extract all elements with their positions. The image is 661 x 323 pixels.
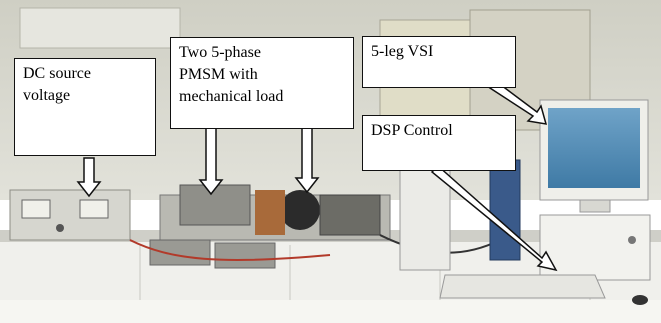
pmsm-arrow-left	[198, 127, 224, 196]
dsp-label: DSP Control	[362, 115, 516, 171]
dsp-arrow	[430, 164, 558, 272]
pc-power-button	[628, 236, 636, 244]
monitor-stand	[579, 199, 611, 213]
pmsm-label: Two 5-phase PMSM with mechanical load	[170, 37, 354, 129]
dc-source-arrow	[76, 157, 102, 198]
load-housing	[319, 194, 381, 236]
motor-housing	[179, 184, 251, 226]
vsi-label: 5-leg VSI	[362, 36, 516, 88]
pmsm-arrow-right	[294, 127, 320, 194]
bench-box-1	[149, 239, 211, 266]
bench-box-2	[214, 242, 276, 269]
dc-source-label: DC source voltage	[14, 58, 156, 156]
dc-knob	[56, 224, 64, 232]
motor-wood-block	[255, 190, 285, 235]
dc-meter-left	[21, 199, 51, 219]
mechanical-load-disk	[280, 190, 320, 230]
monitor-screen	[548, 108, 640, 188]
keyboard	[439, 274, 606, 299]
dc-meter-right	[79, 199, 109, 219]
red-cable	[129, 239, 331, 261]
bench-floor-strip	[0, 300, 661, 323]
wall-window-left	[19, 7, 181, 49]
dsp-unit	[489, 159, 521, 261]
mouse	[632, 295, 648, 305]
pc-case	[539, 214, 651, 281]
